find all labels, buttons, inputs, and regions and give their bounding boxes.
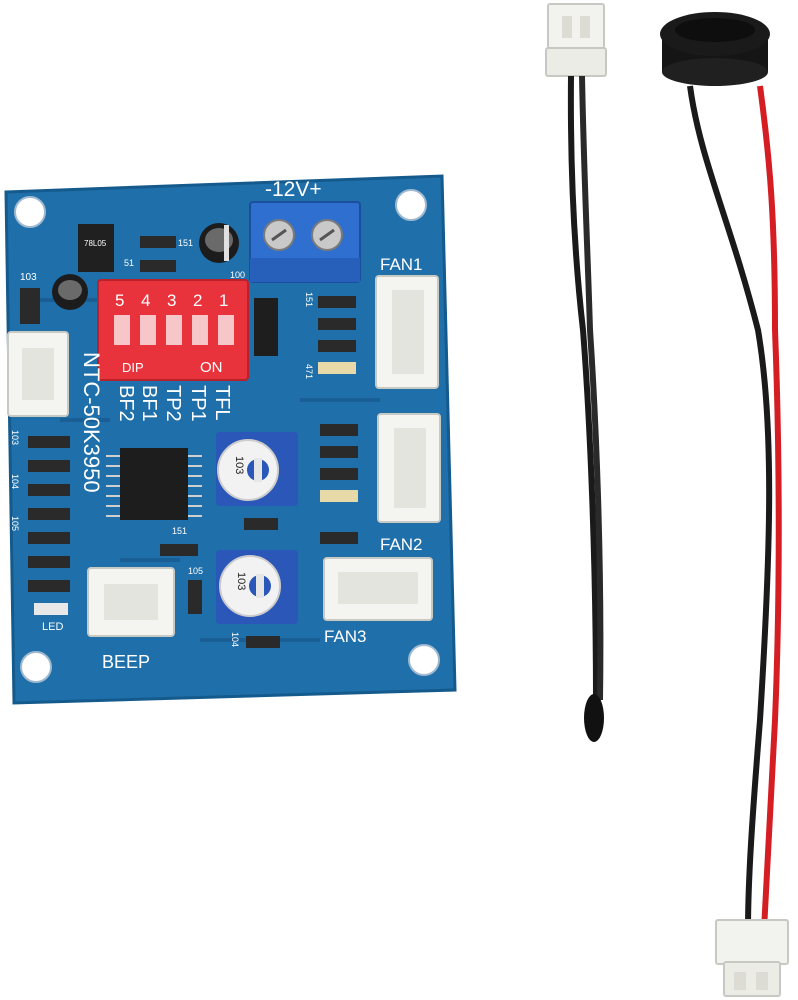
code-471: 471 (304, 364, 314, 379)
dip-number-2: 2 (193, 291, 202, 310)
sensor-wire (579, 75, 604, 701)
fan3-header (323, 557, 433, 621)
fan3-label: FAN3 (324, 627, 367, 646)
code-col-105: 105 (10, 516, 20, 531)
dip-number-4: 4 (141, 291, 150, 310)
buzzer-black-wire (687, 85, 773, 931)
sensor-connector (545, 3, 607, 77)
code-104: 104 (230, 632, 240, 647)
sensor-wire (567, 75, 599, 701)
fan-controller-board: -12V+ 78L05 (4, 174, 457, 705)
ic-chip (106, 448, 202, 520)
voltage-label: -12V+ (265, 178, 322, 201)
beep-header (87, 567, 175, 637)
ntc-temperature-sensor (545, 3, 607, 742)
mounting-hole (20, 651, 52, 683)
led-label: LED (42, 621, 63, 633)
dip-on-label: ON (200, 359, 223, 376)
label-tp1: TP1 (187, 385, 209, 422)
label-tp2: TP2 (162, 385, 184, 422)
side-labels: NTC-50K3950 BF2 BF1 TP2 TP1 TFL (79, 352, 233, 493)
label-tfl: TFL (211, 385, 233, 421)
pot-code-a: 103 (233, 456, 245, 474)
sensor-header (7, 331, 69, 417)
dip-number-3: 3 (167, 291, 176, 310)
code-51: 51 (124, 258, 134, 268)
electrolytic-capacitor (52, 274, 88, 310)
buzzer-body (660, 12, 770, 86)
code-col-104: 104 (10, 474, 20, 489)
code-151-a: 151 (178, 238, 193, 248)
mounting-hole (395, 189, 427, 221)
electrolytic-capacitor (199, 223, 239, 263)
power-terminal-block (249, 201, 361, 283)
label-bf2: BF2 (115, 385, 137, 422)
buzzer-red-wire (757, 85, 782, 931)
label-bf1: BF1 (138, 385, 160, 422)
regulator-label: 78L05 (84, 239, 107, 248)
fan1-header (375, 275, 439, 389)
dip-brand-label: DIP (122, 360, 144, 375)
smd-resistors (20, 236, 358, 648)
dip-switch: 5 4 3 2 1 ON DIP (97, 279, 249, 381)
buzzer-assembly (660, 12, 789, 997)
code-151-c: 151 (172, 526, 187, 536)
dip-number-1: 1 (219, 291, 228, 310)
code-151-b: 151 (304, 292, 314, 307)
dip-number-5: 5 (115, 291, 124, 310)
fan2-label: FAN2 (380, 535, 423, 554)
trimmer-potentiometer: 103 (216, 550, 298, 624)
buzzer-connector (715, 919, 789, 997)
voltage-regulator (78, 224, 114, 272)
code-103: 103 (20, 272, 37, 283)
sensor-type-label: NTC-50K3950 (79, 352, 104, 493)
beep-label: BEEP (102, 652, 150, 672)
code-100: 100 (230, 270, 245, 280)
code-105: 105 (188, 566, 203, 576)
fan1-label: FAN1 (380, 255, 423, 274)
trimmer-potentiometer: 103 (216, 432, 298, 506)
smd-diode (254, 298, 278, 356)
pot-code-b: 103 (235, 572, 247, 590)
mounting-hole (14, 196, 46, 228)
fan2-header (377, 413, 441, 523)
code-col-103: 103 (10, 430, 20, 445)
thermistor-tip (584, 694, 604, 742)
mounting-hole (408, 644, 440, 676)
